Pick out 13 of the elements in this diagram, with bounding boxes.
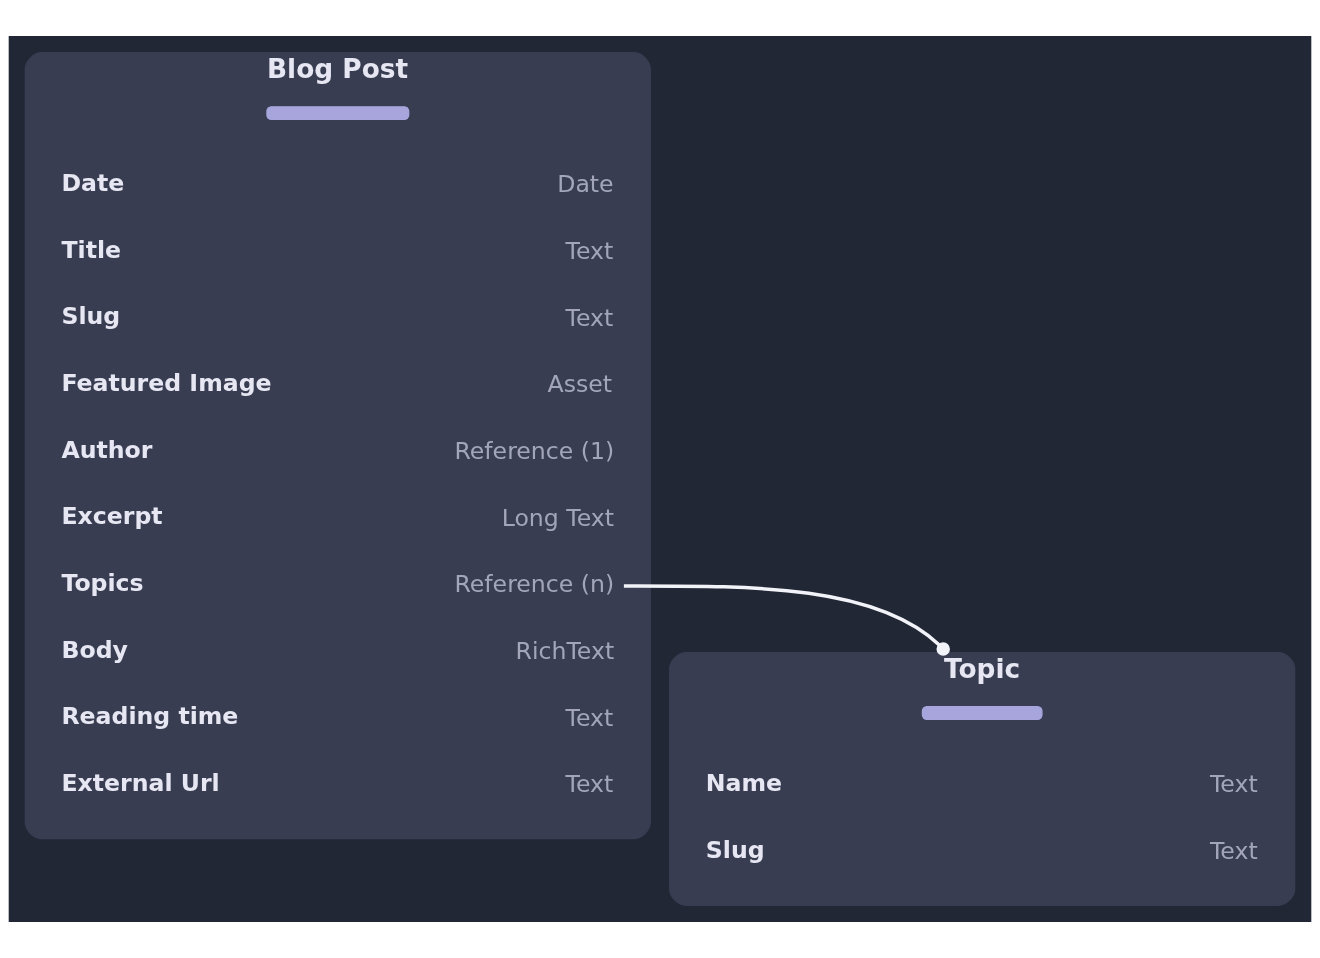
node-text: Date Date: [61, 168, 614, 199]
node-text: Title Text: [61, 235, 614, 266]
node-text: Reading time Text: [61, 702, 614, 732]
node-text: Slug Text: [705, 835, 1258, 865]
node-text: Body RichText: [61, 635, 615, 665]
connector: [623, 584, 950, 656]
node-text: Name Text: [705, 768, 1258, 799]
node-text: External Url Text: [61, 768, 614, 799]
node-text: Slug Text: [61, 302, 614, 332]
node-text: Featured Image Asset: [61, 368, 613, 399]
node-text: Topics Reference (n): [61, 568, 615, 599]
node-text: Excerpt Long Text: [61, 502, 614, 532]
node-text: Author Reference (1): [61, 435, 615, 465]
